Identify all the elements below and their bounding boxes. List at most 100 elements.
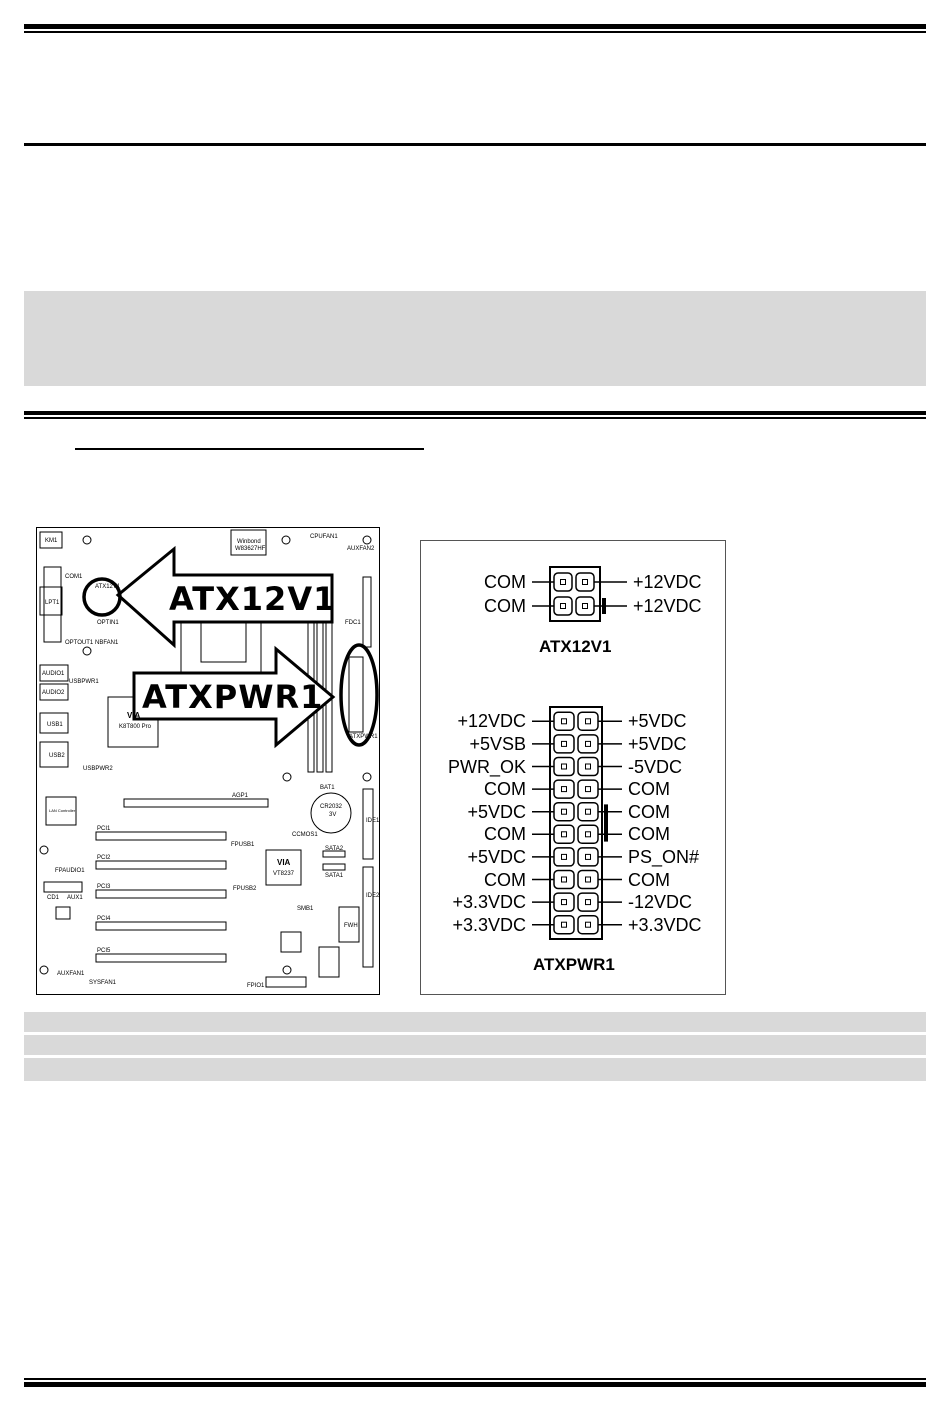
- atxpwr1-pin: [577, 824, 599, 845]
- atxpwr1-pin-square: [561, 808, 567, 815]
- atxpwr1-pin-square: [585, 853, 591, 860]
- label-cr-volt: 3V: [329, 812, 337, 818]
- label-fdc1: FDC1: [345, 620, 361, 626]
- atxpwr1-pin: [553, 756, 575, 777]
- atxpwr1-pin-square: [585, 921, 591, 928]
- atx12v1-pin: [575, 596, 595, 616]
- atxpwr1-pin-label-right: COM: [628, 869, 670, 890]
- label-cd1: CD1: [47, 895, 60, 901]
- label-km1: KM1: [45, 538, 58, 544]
- atxpwr1-title: ATXPWR1: [533, 955, 615, 974]
- atxpwr1-pin: [553, 824, 575, 845]
- atxpwr1-pin-label-right: +5VDC: [628, 733, 687, 754]
- atxpwr1-pin-square: [585, 786, 591, 793]
- atxpwr1-pin-square: [561, 921, 567, 928]
- label-audio2: AUDIO2: [42, 690, 65, 696]
- section-rule: [24, 143, 926, 146]
- label-pci2: PCI2: [97, 855, 111, 861]
- label-pci5: PCI5: [97, 948, 111, 954]
- label-bat1: BAT1: [320, 785, 335, 791]
- atx12v1-pin-square: [560, 579, 566, 585]
- atxpwr1-pin-square: [585, 740, 591, 747]
- atxpwr1-pin-label-left: +3.3VDC: [452, 892, 526, 913]
- label-via-center: VIA: [277, 858, 291, 867]
- label-optin1: OPTIN1: [97, 620, 119, 626]
- atxpwr1-pin-label-right: +3.3VDC: [628, 914, 702, 935]
- atxpwr1-pin-square: [561, 786, 567, 793]
- top-rule: [24, 24, 926, 29]
- label-auxfan1: AUXFAN1: [57, 971, 85, 977]
- label-fpaudio1: FPAUDIO1: [55, 868, 85, 874]
- callout-atxpwr1: ATXPWR1: [142, 678, 324, 716]
- atx12v1-pin: [553, 596, 573, 616]
- label-ide2: IDE2: [366, 893, 380, 899]
- atxpwr1-pin-label-left: +12VDC: [457, 711, 526, 732]
- atx12v1-pin-square: [582, 603, 588, 609]
- atxpwr1-pin-square: [561, 876, 567, 883]
- atxpwr1-pin-label-right: -12VDC: [628, 892, 693, 913]
- subsection-rule-thin: [24, 417, 926, 419]
- callout-graphics: [82, 545, 379, 749]
- atxpwr1-pin: [553, 869, 575, 890]
- atxpwr1-pin-label-left: PWR_OK: [447, 756, 526, 777]
- atxpwr1-pin: [553, 734, 575, 754]
- label-cr2032: CR2032: [320, 804, 343, 810]
- atxpwr1-pin: [553, 711, 575, 732]
- atxpwr1-pin: [577, 892, 599, 912]
- atxpwr1-pin: [577, 801, 599, 822]
- label-winbond-part: W83627HF: [235, 546, 266, 552]
- atx12v1-title: ATX12V1: [539, 637, 612, 656]
- atxpwr1-pin-label-left: +3.3VDC: [452, 914, 526, 935]
- atxpwr1-housing: [549, 706, 603, 940]
- atxpwr1-pin: [577, 847, 599, 867]
- atxpwr1-pin-square: [585, 899, 591, 906]
- label-fwh: FWH: [344, 923, 358, 929]
- atxpwr1-pin: [577, 756, 599, 777]
- atxpwr1-pin-square: [561, 763, 567, 770]
- label-agp1: AGP1: [232, 793, 249, 799]
- label-atx12v1-small: ATX12V1: [95, 584, 121, 590]
- atxpwr1-pin-label-left: +5VSB: [469, 733, 526, 754]
- label-atxpwr1-small: ATXPWR1: [349, 734, 378, 740]
- label-usbpwr2: USBPWR2: [83, 766, 113, 772]
- label-winbond: Winbond: [237, 539, 261, 545]
- atxpwr1-pin-square: [561, 853, 567, 860]
- atxpwr1-pin-square: [561, 831, 567, 838]
- atxpwr1-pin-label-left: COM: [484, 869, 526, 890]
- label-fpio1: FPIO1: [247, 983, 265, 989]
- label-com1: COM1: [65, 574, 83, 580]
- label-fpusb2: FPUSB2: [233, 886, 257, 892]
- atxpwr1-pin-label-left: COM: [484, 824, 526, 845]
- label-cpufan1: CPUFAN1: [310, 534, 338, 540]
- label-lan: LAN Controller: [49, 808, 76, 813]
- motherboard-drawing: [39, 529, 379, 988]
- atxpwr1-pin: [577, 869, 599, 890]
- bottom-rule-thin: [24, 1378, 926, 1380]
- bottom-rule: [24, 1382, 926, 1387]
- subsection-rule: [24, 411, 926, 415]
- label-usb1: USB1: [47, 722, 63, 728]
- label-sysfan1: SYSFAN1: [89, 980, 117, 986]
- label-pci4: PCI4: [97, 916, 111, 922]
- pin-diagram: [532, 566, 627, 940]
- atx12v1-pin: [575, 572, 595, 592]
- atx12v1-pin-square: [582, 579, 588, 585]
- atxpwr1-pin-label-right: -5VDC: [628, 756, 683, 777]
- table-row: [24, 1035, 926, 1055]
- atxpwr1-pin-square: [585, 718, 591, 725]
- label-via-center-part: VT8237: [273, 871, 295, 877]
- atxpwr1-pin: [553, 914, 575, 935]
- atx12v1-pin-label-left: COM: [484, 572, 526, 592]
- atxpwr1-pin-square: [585, 808, 591, 815]
- atxpwr1-pin-square: [561, 899, 567, 906]
- atxpwr1-pin: [553, 779, 575, 799]
- label-smb1: SMB1: [297, 906, 314, 912]
- atxpwr1-pin-label-right: COM: [628, 779, 670, 800]
- label-lpt1: LPT1: [45, 600, 60, 606]
- label-ccmos1: CCMOS1: [292, 832, 318, 838]
- note-box: [24, 291, 926, 386]
- label-nbfan1: NBFAN1: [95, 640, 119, 646]
- atxpwr1-pin: [553, 847, 575, 867]
- atxpwr1-pin-square: [561, 718, 567, 725]
